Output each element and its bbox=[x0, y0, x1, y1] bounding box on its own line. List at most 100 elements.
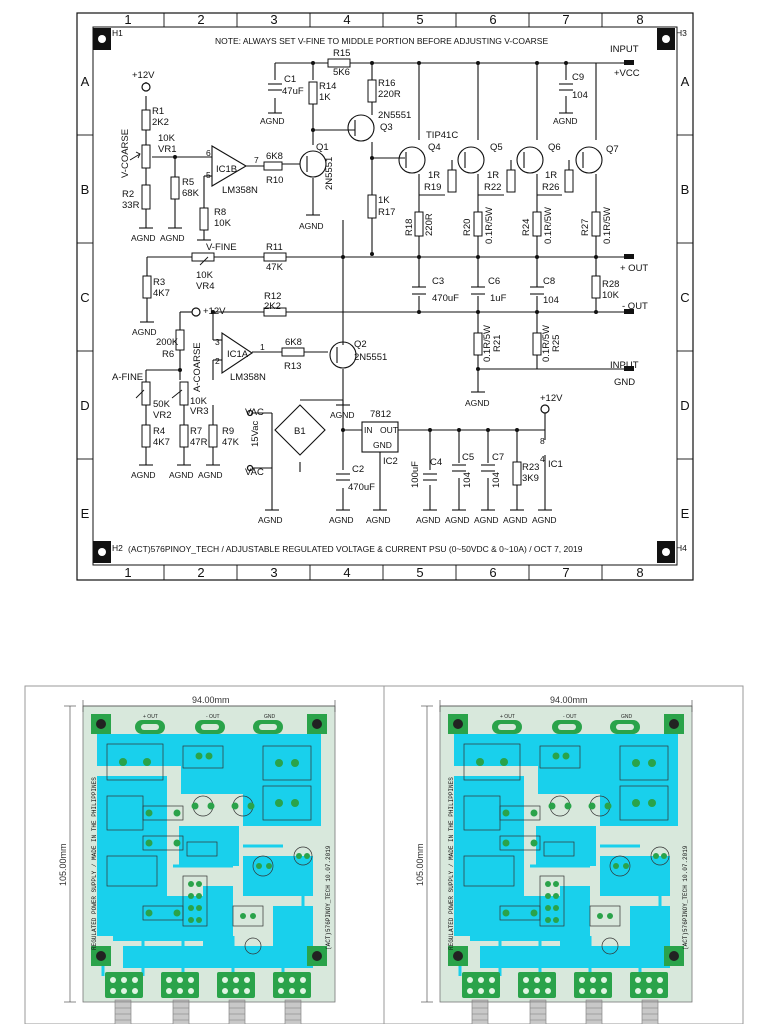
label-q2-part: 2N5551 bbox=[354, 352, 387, 363]
label-c3-val: 470uF bbox=[432, 293, 459, 304]
potentiometer-arrow-icon bbox=[129, 151, 209, 399]
capacitor-icon bbox=[268, 83, 573, 481]
label-c9: C9 bbox=[572, 72, 584, 83]
col-label: 1 bbox=[124, 12, 131, 27]
label-c6: C6 bbox=[488, 276, 500, 287]
label-agnd: AGND bbox=[416, 515, 441, 525]
label-r15-val: 5K6 bbox=[333, 67, 350, 78]
col-label: 6 bbox=[489, 12, 496, 27]
label-agnd: AGND bbox=[503, 515, 528, 525]
label-c2-val: 470uF bbox=[348, 482, 375, 493]
pcb-terminal-label: GND bbox=[264, 714, 276, 720]
pin-label: 1 bbox=[260, 342, 265, 352]
label-r24-val: 0.1R/5W bbox=[543, 207, 554, 244]
label-plus-out: + OUT bbox=[620, 263, 648, 274]
label-q2: Q2 bbox=[354, 339, 367, 350]
label-r3-val: 4K7 bbox=[153, 288, 170, 299]
label-r8: R8 bbox=[214, 207, 226, 218]
label-vac: VAC bbox=[245, 407, 264, 418]
col-label: 4 bbox=[343, 12, 350, 27]
label-c5-val: 104 bbox=[462, 472, 473, 488]
pcb-board-left bbox=[81, 704, 337, 1004]
label-afine: A-FINE bbox=[112, 372, 143, 383]
junction-dot bbox=[173, 61, 598, 432]
label-agnd: AGND bbox=[160, 233, 185, 243]
label-q5: Q5 bbox=[490, 142, 503, 153]
col-label: 7 bbox=[562, 565, 569, 580]
label-r1: R1 bbox=[152, 106, 164, 117]
label-vr2: VR2 bbox=[153, 410, 171, 421]
label-agnd: AGND bbox=[474, 515, 499, 525]
row-label: E bbox=[681, 506, 690, 521]
pin-label: 3 bbox=[215, 337, 220, 347]
label-r19-val: 1R bbox=[428, 170, 440, 181]
hole-label: H2 bbox=[112, 543, 123, 553]
label-r25-val: 0.1R/5W bbox=[541, 325, 552, 362]
row-label: A bbox=[681, 74, 690, 89]
label-agnd: AGND bbox=[169, 470, 194, 480]
label-q7: Q7 bbox=[606, 144, 619, 155]
label-r22: R22 bbox=[484, 182, 501, 193]
label-r20-val: 0.1R/5W bbox=[484, 207, 495, 244]
pcb-terminal-label: - OUT bbox=[563, 714, 577, 720]
label-r6-val: 200K bbox=[156, 337, 179, 348]
label-plus12: +12V bbox=[203, 306, 226, 317]
label-r7: R7 bbox=[190, 426, 202, 437]
row-label: D bbox=[680, 398, 689, 413]
label-r23-val: 3K9 bbox=[522, 473, 539, 484]
label-r17-val: 1K bbox=[378, 195, 390, 206]
row-label: E bbox=[81, 506, 90, 521]
col-label: 4 bbox=[343, 565, 350, 580]
row-label: B bbox=[681, 182, 690, 197]
label-q4: Q4 bbox=[428, 142, 441, 153]
label-r12: R12 bbox=[264, 291, 281, 302]
col-label: 6 bbox=[489, 565, 496, 580]
label-agnd: AGND bbox=[132, 327, 157, 337]
label-r21: R21 bbox=[492, 335, 503, 352]
label-c1: C1 bbox=[284, 74, 296, 85]
label-agnd: AGND bbox=[131, 233, 156, 243]
label-r5-val: 68K bbox=[182, 188, 200, 199]
label-c8-val: 104 bbox=[543, 295, 559, 306]
label-vr1-ref: VR1 bbox=[158, 144, 176, 155]
power-terminal-icon bbox=[141, 82, 550, 472]
col-label: 8 bbox=[636, 12, 643, 27]
label-c9-val: 104 bbox=[572, 90, 588, 101]
label-tip41c: TIP41C bbox=[426, 130, 458, 141]
label-r27-val: 0.1R/5W bbox=[602, 207, 613, 244]
pin-label: 7 bbox=[254, 155, 259, 165]
col-label: 3 bbox=[270, 12, 277, 27]
col-label: 5 bbox=[416, 12, 423, 27]
col-label: 5 bbox=[416, 565, 423, 580]
label-r2-val: 33R bbox=[122, 200, 140, 211]
label-r9-val: 47K bbox=[222, 437, 240, 448]
label-r10: 6K8 bbox=[266, 151, 283, 162]
label-r18: R18 bbox=[404, 219, 415, 236]
label-c4-val: 100uF bbox=[410, 461, 421, 488]
bridge-rectifier-icon bbox=[274, 404, 326, 456]
label-ic1b: IC1B bbox=[216, 164, 237, 175]
label-agnd: AGND bbox=[366, 515, 391, 525]
label-r13-val: 6K8 bbox=[285, 337, 302, 348]
label-r17: R17 bbox=[378, 207, 395, 218]
label-r28-val: 10K bbox=[602, 290, 620, 301]
label-ic2: IC2 bbox=[383, 456, 398, 467]
label-c7-val: 104 bbox=[491, 472, 502, 488]
label-r8-val: 10K bbox=[214, 218, 232, 229]
pcb-terminal-label: + OUT bbox=[500, 714, 515, 720]
label-r27: R27 bbox=[580, 219, 591, 236]
label-r9: R9 bbox=[222, 426, 234, 437]
label-vr1: 10K bbox=[158, 133, 176, 144]
hole-label: H3 bbox=[676, 28, 687, 38]
label-q1: Q1 bbox=[316, 142, 329, 153]
col-label: 2 bbox=[197, 565, 204, 580]
label-vr3: VR3 bbox=[190, 406, 208, 417]
row-label: B bbox=[81, 182, 90, 197]
pot-shaft-icon bbox=[471, 1001, 659, 1024]
label-r14: R14 bbox=[319, 81, 336, 92]
label-q1-part: 2N5551 bbox=[324, 157, 335, 190]
row-label: A bbox=[81, 74, 90, 89]
label-agnd: AGND bbox=[465, 398, 490, 408]
col-label: 2 bbox=[197, 12, 204, 27]
